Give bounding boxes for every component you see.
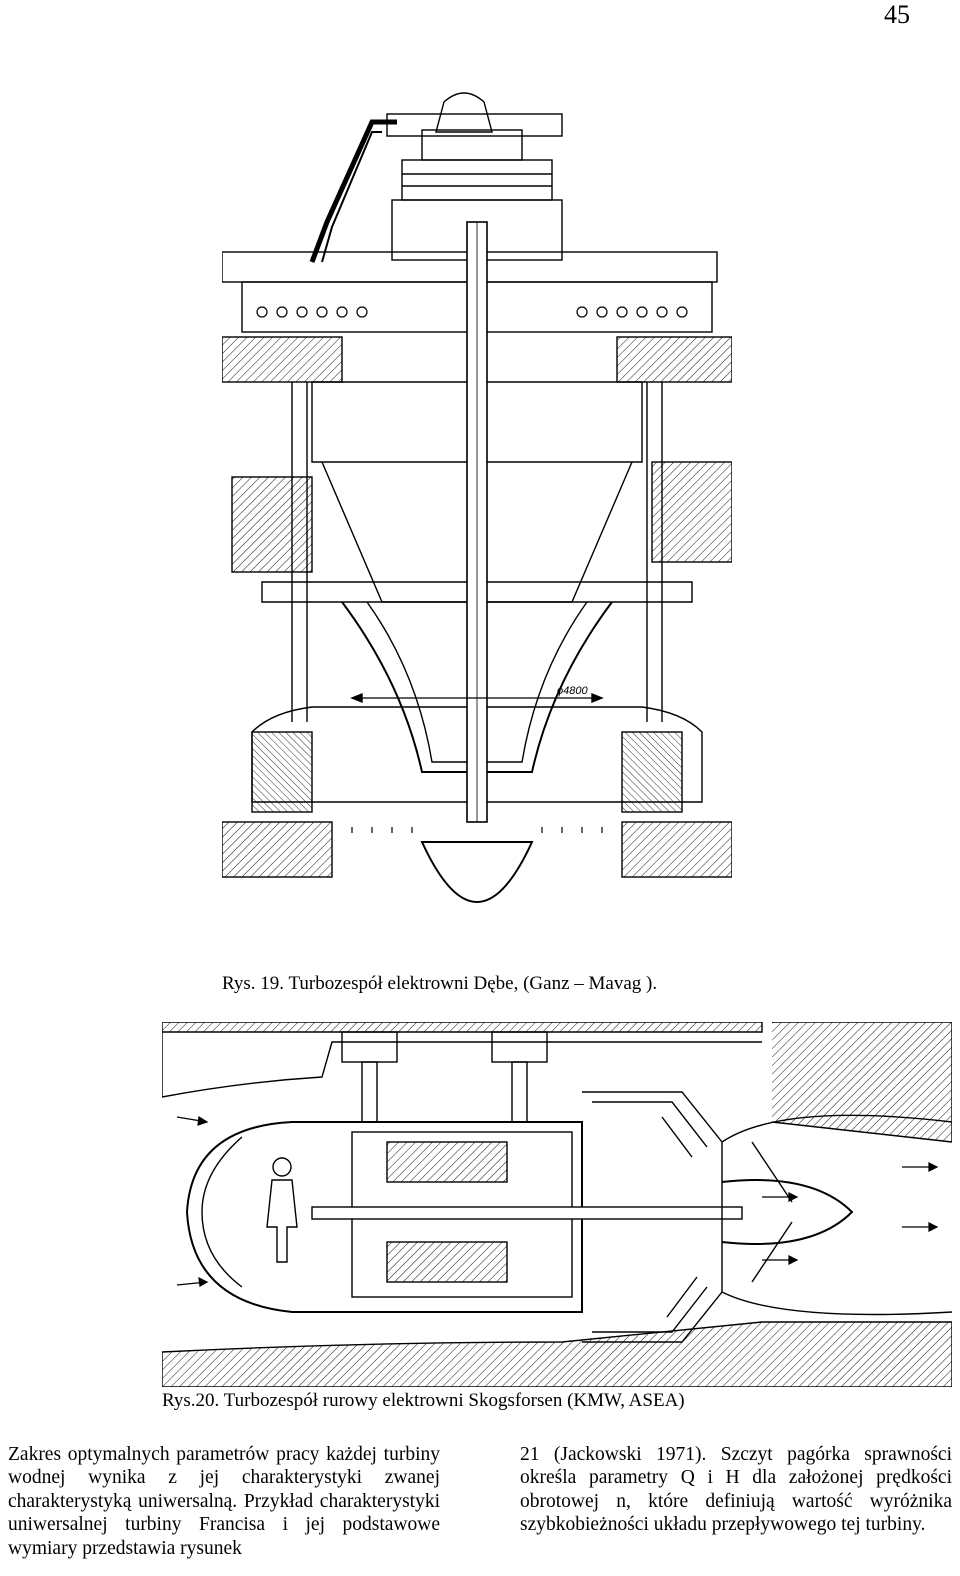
figure-bulb-turbine	[162, 1022, 952, 1387]
figure-20-caption: Rys.20. Turbozespół rurowy elektrowni Sk…	[162, 1390, 685, 1411]
turbine-section-drawing: ϕ4800	[222, 92, 732, 903]
body-left-column: Zakres optymalnych parametrów pracy każd…	[8, 1443, 440, 1560]
bulb-turbine-drawing	[162, 1022, 952, 1387]
body-paragraph-left: Zakres optymalnych parametrów pracy każd…	[8, 1444, 440, 1559]
figure-turbine-debe: ϕ4800	[222, 82, 732, 942]
diameter-label: ϕ4800	[557, 685, 588, 697]
page-number: 45	[884, 0, 910, 29]
figure-19-caption: Rys. 19. Turbozespół elektrowni Dębe, (G…	[222, 973, 658, 994]
body-paragraph-right: 21 (Jackowski 1971). Szczyt pagórka spra…	[520, 1444, 952, 1536]
body-right-column: 21 (Jackowski 1971). Szczyt pagórka spra…	[520, 1443, 952, 1537]
